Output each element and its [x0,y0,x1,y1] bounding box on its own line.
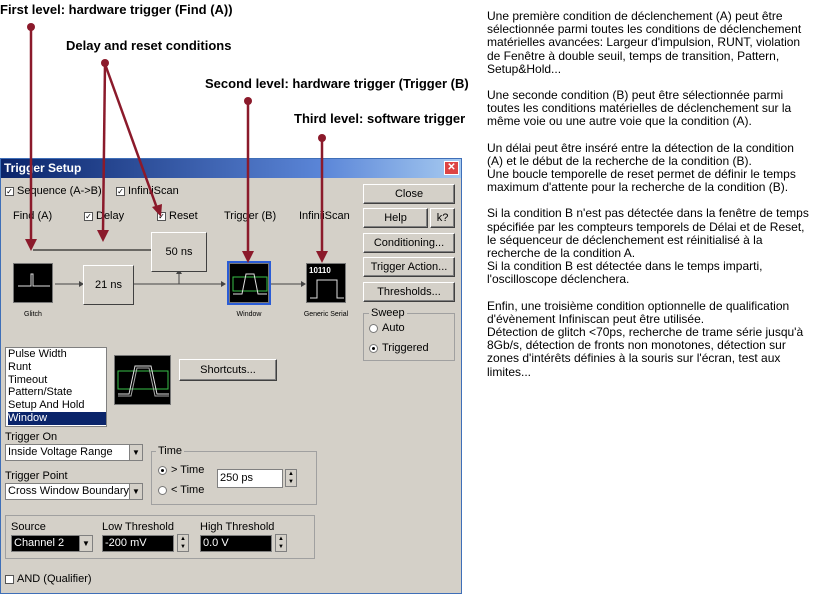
trigger-preview-icon [114,355,171,405]
close-button[interactable]: Close [363,184,455,204]
time-less-label: < Time [171,484,205,496]
infiniscan-checkbox[interactable]: ✓ [116,187,125,196]
high-threshold-value: 0.0 V [203,537,229,549]
and-qualifier-label: AND (Qualifier) [17,573,92,585]
trigger-point-label: Trigger Point [5,470,68,482]
trigger-type-item[interactable]: Timeout [8,373,48,386]
sweep-label: Sweep [369,307,407,319]
low-threshold-value: -200 mV [105,537,147,549]
low-threshold-spinner[interactable]: ▲▼ [177,534,189,552]
description-paragraph-2: Une seconde condition (B) peut être séle… [487,88,792,129]
time-greater-radio[interactable] [158,466,167,475]
high-threshold-field[interactable]: 0.0 V [200,535,272,552]
sweep-group [363,313,455,361]
window-title-bar[interactable]: Trigger Setup ✕ [1,159,461,178]
trigger-type-item[interactable]: Pulse Width [8,348,67,360]
description-reset: Une boucle temporelle de reset permet de… [487,167,796,195]
trigger-setup-window: Trigger Setup ✕ ✓ Sequence (A->B) ✓ Infi… [0,158,462,594]
conditioning-button[interactable]: Conditioning... [363,233,455,253]
source-group [5,515,315,559]
trigger-b-label: Trigger (B) [224,210,277,222]
trigger-type-item-selected[interactable]: Window [8,411,106,425]
reset-time-box[interactable]: 50 ns [151,232,207,272]
trigger-action-button[interactable]: Trigger Action... [363,257,455,277]
trigger-type-item[interactable]: Pattern/State [8,386,73,399]
trigger-on-value: Inside Voltage Range [8,446,113,458]
trigger-type-list[interactable]: Pulse Width Runt Timeout Pattern/State S… [5,347,107,427]
infiniscan-label: InfiniiScan [128,185,179,197]
and-qualifier-checkbox[interactable] [5,575,14,584]
trigger-on-label: Trigger On [5,431,58,443]
delay-label: Delay [96,210,125,222]
time-value-field[interactable]: 250 ps [217,469,283,488]
annotation-first-level: First level: hardware trigger (Find (A)) [0,2,233,17]
window-caption: Window [236,311,262,318]
generic-serial-caption: Generic Serial [303,311,349,318]
low-threshold-label: Low Threshold [102,521,174,533]
glitch-caption: Glitch [24,311,42,318]
description-features: Détection de glitch <70ps, recherche de … [487,325,804,379]
glitch-trigger-icon[interactable] [13,263,53,303]
sweep-triggered-label: Triggered [382,342,429,354]
sweep-auto-radio[interactable] [369,324,378,333]
time-greater-label: > Time [171,464,205,476]
infiniscan-column-label: InfiniiScan [299,210,350,222]
description-sequence-reset: Si la condition B n'est pas détectée dan… [487,206,809,261]
source-dropdown[interactable]: Channel 2 ▼ [11,535,93,552]
sequence-checkbox[interactable]: ✓ [5,187,14,196]
close-window-button[interactable]: ✕ [444,161,459,175]
sweep-triggered-radio[interactable] [369,344,378,353]
chevron-down-icon[interactable]: ▼ [129,484,142,499]
delay-checkbox[interactable]: ✓ [84,212,93,221]
shortcuts-button[interactable]: Shortcuts... [179,359,277,381]
description-paragraph-3: Un délai peut être inséré entre la détec… [487,140,811,195]
reset-label: Reset [169,210,198,222]
window-trigger-icon[interactable] [227,261,271,305]
reset-checkbox[interactable]: ✓ [157,212,166,221]
time-group [151,451,317,505]
chevron-down-icon[interactable]: ▼ [79,536,92,551]
trigger-point-value: Cross Window Boundary [8,485,130,497]
description-paragraph-5: Enfin, une troisième condition optionnel… [487,298,811,379]
description-text: Une première condition de déclenchement … [487,9,811,392]
trigger-point-dropdown[interactable]: Cross Window Boundary ▼ [5,483,143,500]
whats-this-button[interactable]: k? [430,208,455,228]
time-less-radio[interactable] [158,486,167,495]
high-threshold-spinner[interactable]: ▲▼ [275,534,287,552]
description-paragraph-1: Une première condition de déclenchement … [487,9,802,76]
trigger-on-dropdown[interactable]: Inside Voltage Range ▼ [5,444,143,461]
annotation-third-level: Third level: software trigger [294,111,466,126]
trigger-type-item[interactable]: Runt [8,360,32,373]
trigger-type-item[interactable]: Setup And Hold [8,399,85,412]
description-paragraph-4: Si la condition B n'est pas détectée dan… [487,207,811,286]
time-spinner[interactable]: ▲▼ [285,469,297,487]
window-title: Trigger Setup [4,161,82,175]
sweep-auto-label: Auto [382,322,405,334]
generic-serial-icon[interactable]: 10110 [306,263,346,303]
delay-time-box[interactable]: 21 ns [83,265,134,305]
sequence-diagram [33,249,306,287]
serial-bits-text: 10110 [309,266,331,275]
help-button[interactable]: Help [363,208,428,228]
low-threshold-field[interactable]: -200 mV [102,535,174,552]
sequence-label: Sequence (A->B) [17,185,102,197]
time-label: Time [156,445,185,457]
source-label: Source [11,521,46,533]
thresholds-button[interactable]: Thresholds... [363,282,455,302]
annotation-delay-reset: Delay and reset conditions [66,38,232,53]
source-value: Channel 2 [14,537,65,549]
chevron-down-icon[interactable]: ▼ [129,445,142,460]
description-delay: Un délai peut être inséré entre la détec… [487,140,794,168]
annotation-second-level: Second level: hardware trigger (Trigger … [205,76,469,91]
find-a-label: Find (A) [13,210,53,222]
description-trigger: Si la condition B est détectée dans le t… [487,259,763,287]
description-infiniscan: Enfin, une troisième condition optionnel… [487,298,790,326]
high-threshold-label: High Threshold [200,521,275,533]
time-value: 250 ps [220,472,254,484]
